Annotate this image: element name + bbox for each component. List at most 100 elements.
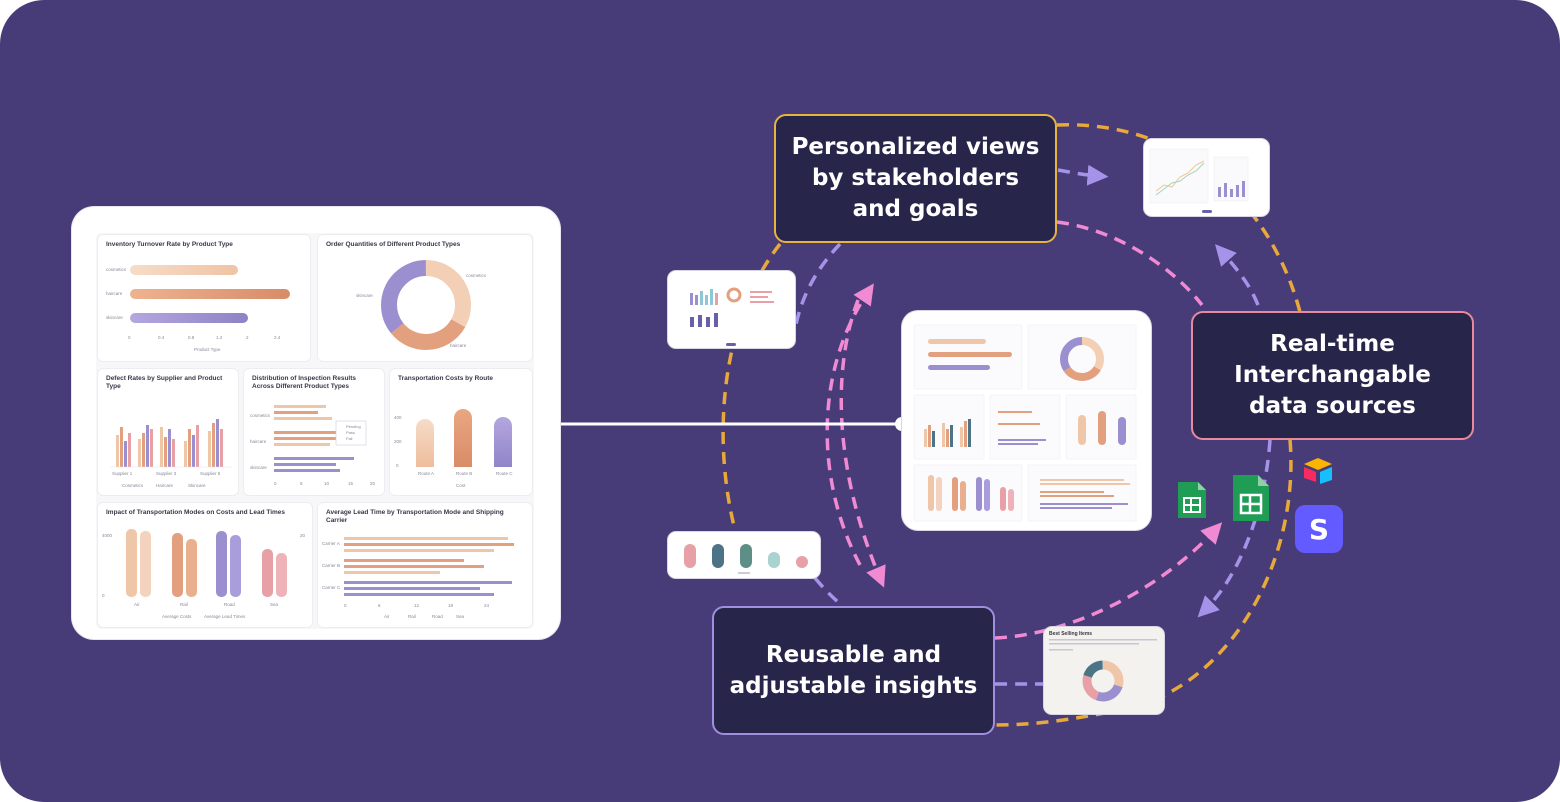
callout-line: adjustable insights (729, 672, 978, 699)
tooltip-item: Pass (346, 430, 355, 435)
thumbnail-content (913, 324, 1137, 522)
axis-tick: Sea (270, 602, 279, 607)
axis-tick: Supplier 3 (156, 471, 177, 476)
bar-route-c (494, 417, 512, 467)
axis-tick: Route A (418, 471, 435, 476)
axis-tick: 12 (414, 603, 420, 608)
axis-tick: 0 (396, 463, 399, 468)
lavender-loop-left (793, 242, 842, 331)
lavender-loop-right-up (1215, 244, 1260, 306)
card-title: Distribution of Inspection Results Acros… (252, 375, 357, 390)
thumbnail-title: Best Selling Items (1049, 631, 1093, 637)
outer-orange-loop-right (994, 439, 1293, 727)
card-title: Transportation Costs by Route (398, 375, 493, 382)
axis-tick: 2.4 (274, 335, 281, 340)
legend-label: Rail (408, 614, 416, 619)
callout-line: Reusable and (765, 641, 942, 668)
axis-tick: 0.4 (158, 335, 165, 340)
category-label: cosmetics (106, 267, 127, 272)
card-title: Average Lead Time by Transportation Mode… (326, 509, 504, 524)
legend-label: Sea (456, 614, 465, 619)
horizontal-grouped-bar-chart (344, 537, 514, 596)
callout-line: data sources (1249, 393, 1416, 419)
thumbnail-content (1149, 148, 1249, 213)
legend-label: Average Lead Times (204, 614, 246, 619)
rounded-bars-thumbnail (668, 532, 820, 578)
legend-label: Air (384, 614, 390, 619)
order-quantities-card: Order Quantities of Different Product Ty… (318, 235, 532, 361)
lavender-loop-top (1057, 164, 1109, 186)
dashboard-grid: Inventory Turnover Rate by Product Type … (96, 233, 534, 629)
callout-line: Personalized views (791, 134, 1040, 160)
card-title: Impact of Transportation Modes on Costs … (106, 509, 286, 516)
pink-loop-bottom (994, 522, 1223, 640)
airtable-icon (1304, 458, 1332, 484)
realtime-data-sources-callout: Real-time Interchangable data sources (1191, 311, 1474, 440)
axis-tick: Road (224, 602, 235, 607)
bar-cosmetics (130, 265, 238, 275)
axis-tick: 0 (128, 335, 131, 340)
dashboard-preview: Inventory Turnover Rate by Product Type … (72, 207, 560, 639)
callout-line: by stakeholders (811, 165, 1020, 191)
axis-tick: 20 (300, 533, 306, 538)
axis-tick: 2 (246, 335, 249, 340)
slice-label: skincare (356, 293, 373, 298)
slice-label: haircare (450, 343, 467, 348)
google-sheets-large-icon (1233, 475, 1269, 521)
axis-tick: 15 (348, 481, 354, 486)
best-selling-thumbnail: Best Selling Items (1044, 627, 1164, 714)
category-label: skincare (250, 465, 267, 470)
pink-loop-left-down (839, 299, 886, 588)
bar-skincare (130, 313, 248, 323)
axis-tick: 18 (448, 603, 454, 608)
inspection-results-card: Distribution of Inspection Results Acros… (244, 369, 384, 495)
google-sheets-large-icon (1231, 473, 1271, 523)
callout-line: Real-time (1270, 331, 1395, 357)
category-label: Carrier B (322, 563, 341, 568)
airtable-icon (1302, 456, 1334, 484)
axis-tick: 10 (324, 481, 330, 486)
legend-label: Haircare (156, 483, 174, 488)
center-dashboard-thumbnail (902, 311, 1151, 530)
legend-label: Road (432, 614, 443, 619)
category-label: Carrier A (322, 541, 340, 546)
legend-label: Cosmetics (122, 483, 144, 488)
axis-tick: 400 (394, 415, 402, 420)
axis-tick: 6 (378, 603, 381, 608)
tooltip-item: Fail (346, 436, 353, 441)
axis-tick: 0 (274, 481, 277, 486)
callout-line: and goals (852, 196, 979, 222)
axis-tick: 20 (370, 481, 376, 486)
axis-tick: Supplier 1 (112, 471, 133, 476)
axis-tick: 200 (394, 439, 402, 444)
legend-label: Cost (456, 483, 466, 488)
reusable-insights-callout: Reusable and adjustable insights (712, 606, 995, 735)
thumbnail-content (684, 544, 808, 574)
card-title: Inventory Turnover Rate by Product Type (106, 241, 233, 248)
donut-chart (381, 260, 471, 350)
legend-label: Skincare (188, 483, 206, 488)
category-label: skincare (106, 315, 123, 320)
defect-rates-card: Defect Rates by Supplier and Product Typ… (98, 369, 238, 495)
grouped-bar-chart (110, 419, 232, 468)
category-label: haircare (106, 291, 123, 296)
axis-tick: 0 (102, 593, 105, 598)
category-label: Carrier C (322, 585, 341, 590)
axis-tick: 5 (300, 481, 303, 486)
axis-tick: Air (134, 602, 140, 607)
axis-tick: 4000 (102, 533, 113, 538)
card-title: Order Quantities of Different Product Ty… (326, 241, 461, 248)
lavender-loop-left-bottom (813, 576, 845, 608)
transport-modes-card: Impact of Transportation Modes on Costs … (98, 503, 312, 627)
legend-label: Product Type (194, 347, 221, 352)
bar-haircare (130, 289, 290, 299)
callout-line: Interchangable (1234, 362, 1431, 388)
svg-text:S: S (1309, 513, 1329, 546)
axis-tick: 24 (484, 603, 490, 608)
axis-tick: 0 (344, 603, 347, 608)
axis-tick: Route B (456, 471, 473, 476)
tooltip-item: Pending (346, 424, 361, 429)
google-sheets-icon (1178, 482, 1206, 518)
bar-route-b (454, 409, 472, 467)
